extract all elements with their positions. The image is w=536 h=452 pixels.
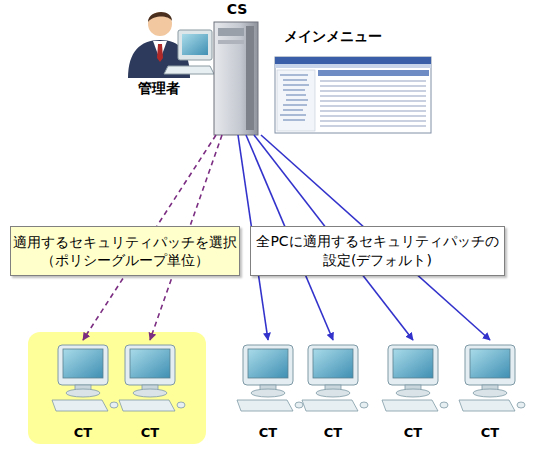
node-text: 適用するセキュリティパッチを選択 （ポリシーグループ単位） <box>13 233 237 269</box>
client-node: CT <box>51 340 115 442</box>
group-band <box>28 332 206 444</box>
tree-items <box>280 75 309 120</box>
node-text: CT <box>481 424 499 442</box>
server-side <box>246 26 254 130</box>
client-node: CT <box>118 340 182 442</box>
computer-icon <box>237 345 303 411</box>
server-drive <box>218 28 244 36</box>
head <box>148 12 172 36</box>
screen-label: メインメニュー <box>284 28 382 46</box>
computer-icon <box>52 345 118 411</box>
node-text: CT <box>404 424 422 442</box>
menu-screenshot <box>275 57 431 133</box>
node-text: CT <box>324 424 342 442</box>
list-header <box>318 70 429 76</box>
node-text: 全PCに適用するセキュリティパッチの 設定(デフォルト) <box>255 232 500 270</box>
node-text: CS <box>227 0 248 19</box>
role-label: 管理者 <box>138 80 180 98</box>
server-node: CS <box>212 0 262 135</box>
admin-keyboard <box>164 66 214 74</box>
computer-icon <box>302 345 368 411</box>
client-node: CT <box>236 340 300 442</box>
administrator-figure <box>128 12 214 78</box>
tie <box>157 44 163 62</box>
window-toolbar <box>275 64 431 68</box>
admin-screen <box>182 34 208 55</box>
list-rows <box>320 81 426 126</box>
window-titlebar <box>275 57 431 64</box>
client-node: CT <box>301 340 365 442</box>
callout-box: 全PCに適用するセキュリティパッチの 設定(デフォルト) <box>250 226 505 276</box>
computer-icon <box>459 345 525 411</box>
node-text: CT <box>259 424 277 442</box>
node-text: CT <box>74 424 92 442</box>
computer-icon <box>119 345 185 411</box>
client-node: CT <box>458 340 522 442</box>
node-text: CT <box>141 424 159 442</box>
server-drive <box>218 40 244 44</box>
client-node: CT <box>381 340 445 442</box>
admin-monitor <box>178 30 212 60</box>
server-body <box>214 22 258 135</box>
tree-pane <box>277 70 315 131</box>
window-frame <box>275 57 431 133</box>
server-tower <box>214 22 258 135</box>
callout-box: 適用するセキュリティパッチを選択 （ポリシーグループ単位） <box>10 226 240 276</box>
hair <box>148 12 172 22</box>
computer-icon <box>382 345 448 411</box>
